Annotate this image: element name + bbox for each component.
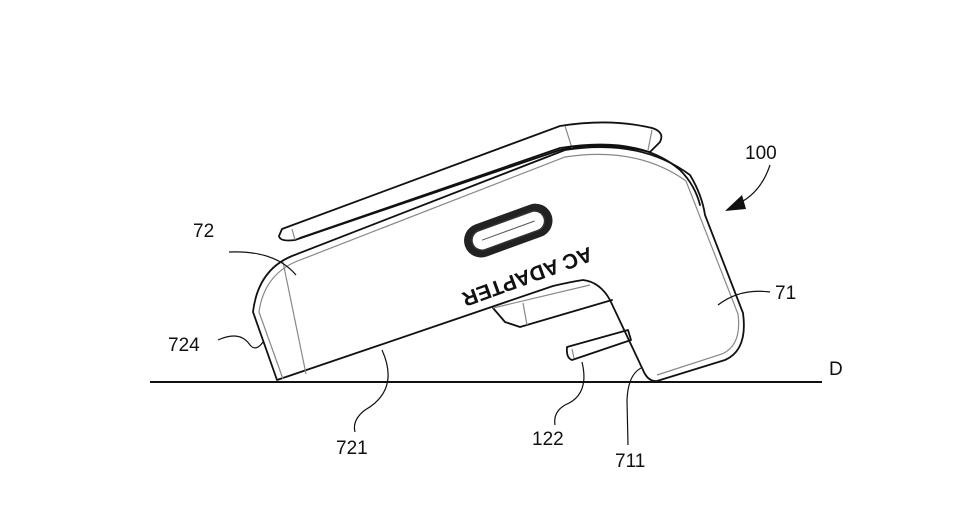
leader-122 — [554, 361, 585, 426]
label-122: 122 — [532, 429, 564, 450]
leader-71 — [717, 290, 771, 306]
adapter-body — [252, 146, 745, 382]
label-d: D — [829, 359, 843, 380]
arrow-icon — [725, 195, 746, 211]
label-100: 100 — [745, 143, 777, 164]
label-721: 721 — [336, 438, 368, 459]
label-724: 724 — [168, 335, 200, 356]
label-711: 711 — [615, 451, 645, 472]
leader-72 — [228, 251, 297, 276]
usb-c-port — [464, 203, 553, 258]
leader-724 — [217, 335, 264, 349]
label-72: 72 — [193, 221, 214, 242]
leader-721 — [353, 349, 389, 433]
label-71: 71 — [775, 283, 796, 304]
leader-711 — [626, 367, 642, 446]
